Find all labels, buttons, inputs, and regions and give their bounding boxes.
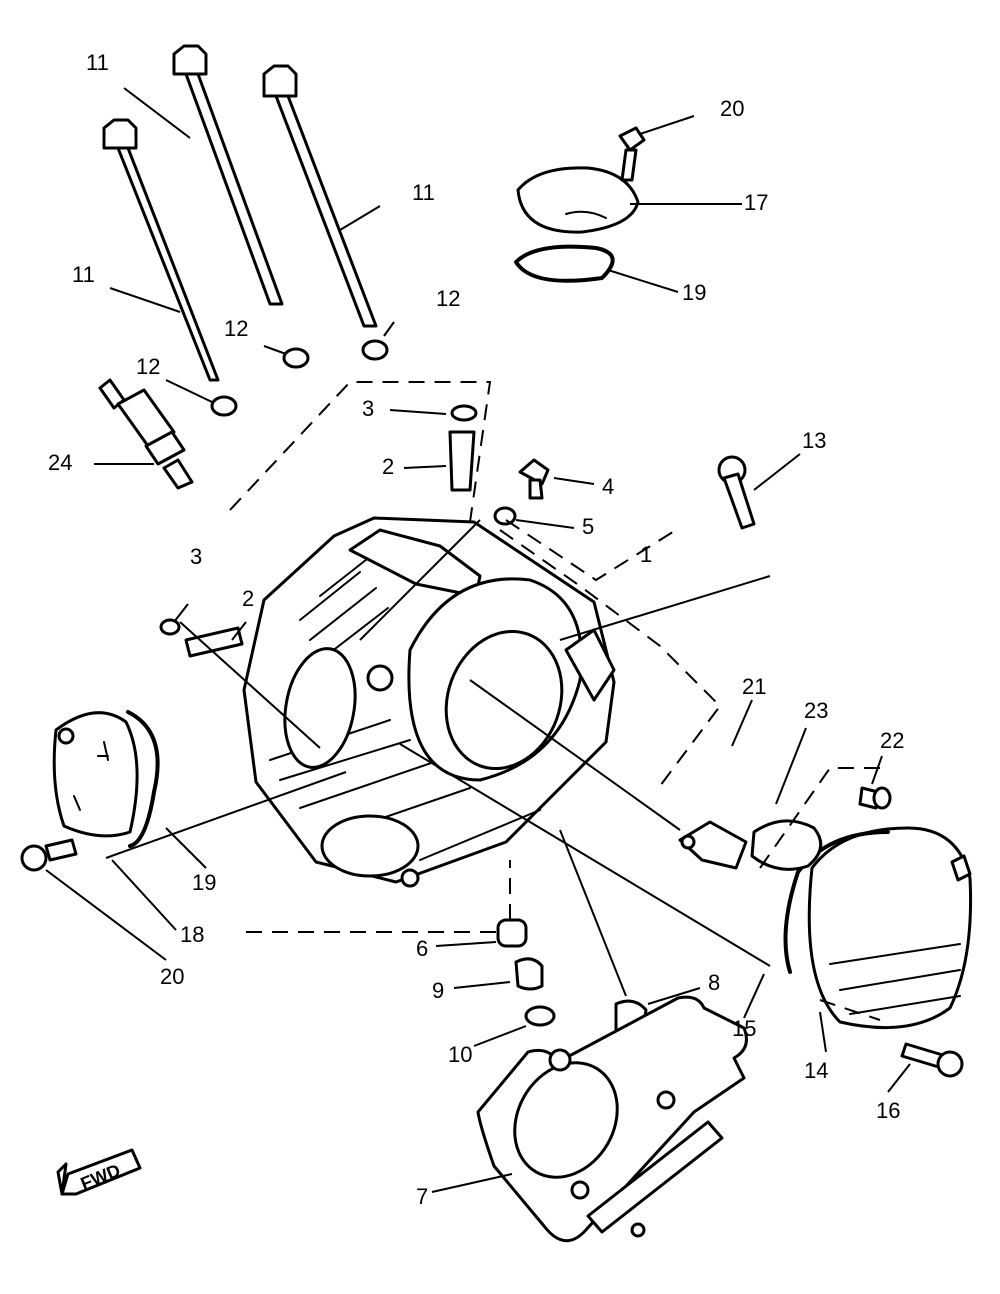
callout-11-top: 11 (86, 50, 109, 75)
callout-1: 1 (640, 542, 653, 567)
side-cover-left (52, 711, 139, 838)
side-cover-right (807, 826, 973, 1030)
dowel-pin (496, 918, 528, 948)
callout-17: 17 (744, 190, 769, 215)
forward-arrow (56, 1148, 142, 1196)
breather-hose (750, 819, 823, 871)
o-ring-top (514, 244, 615, 283)
spark-plug (98, 378, 194, 490)
stud-bolt-middle (172, 44, 284, 306)
callout-9: 9 (432, 978, 445, 1003)
callout-14: 14 (804, 1058, 829, 1083)
callout-12-middle: 12 (224, 316, 249, 341)
callout-5: 5 (582, 514, 595, 539)
callout-12-right: 12 (436, 286, 461, 311)
callout-15: 15 (732, 1016, 757, 1041)
bolt-left (20, 838, 78, 872)
callout-12-left: 12 (136, 354, 161, 379)
breather-fitting (678, 820, 748, 870)
callout-2-left: 2 (242, 586, 255, 611)
washer-middle (282, 347, 310, 369)
callout-10: 10 (448, 1042, 473, 1067)
callout-2-upper: 2 (382, 454, 395, 479)
callout-8: 8 (708, 970, 721, 995)
callout-6: 6 (416, 936, 429, 961)
bolt-right-lower (900, 1042, 964, 1078)
callout-leaders (45, 87, 911, 1193)
bolt-right-upper (858, 786, 892, 810)
callout-21: 21 (742, 674, 767, 699)
stud-bolt-right (262, 64, 378, 328)
callout-11-right: 11 (412, 180, 435, 205)
callout-4: 4 (602, 474, 615, 499)
washer-small (493, 506, 517, 526)
o-ring-small (524, 1005, 556, 1027)
callout-3-left: 3 (190, 544, 203, 569)
valve-seal-small (514, 957, 544, 991)
callout-19-top: 19 (682, 280, 707, 305)
callout-20-left: 20 (160, 964, 185, 989)
o-ring-right (783, 830, 890, 974)
head-gasket (476, 995, 748, 1243)
stud-bolt-left (102, 118, 220, 382)
callout-11-left: 11 (72, 262, 95, 287)
callout-19-left: 19 (192, 870, 217, 895)
callout-3-upper: 3 (362, 396, 375, 421)
o-ring-left (126, 710, 160, 848)
hex-bolt-small (518, 458, 550, 500)
callout-7: 7 (416, 1184, 429, 1209)
cylinder-head (242, 516, 616, 888)
callout-18: 18 (180, 922, 205, 947)
callout-23: 23 (804, 698, 829, 723)
callout-20-top: 20 (720, 96, 745, 121)
washer-left (210, 395, 238, 417)
socket-bolt-right (717, 455, 756, 530)
valve-guide-upper (448, 404, 478, 492)
alignment-lines (105, 381, 881, 1021)
callout-13: 13 (802, 428, 827, 453)
callout-22: 22 (880, 728, 905, 753)
callout-24: 24 (48, 450, 73, 475)
tappet-cover-top (516, 126, 646, 234)
callout-16: 16 (876, 1098, 901, 1123)
valve-guide-left (159, 618, 244, 658)
washer-right (361, 339, 389, 361)
